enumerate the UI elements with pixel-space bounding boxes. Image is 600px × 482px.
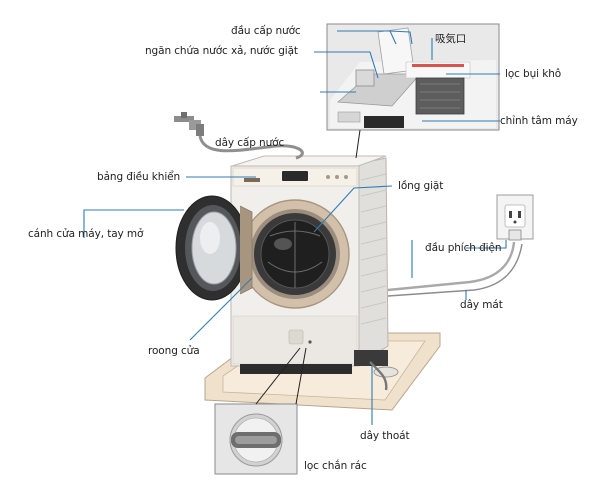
leader-lines	[83, 30, 507, 425]
leader-plug-2	[466, 240, 507, 249]
ground-wire-line	[387, 243, 523, 297]
leader-seal	[189, 277, 253, 341]
leader-door	[83, 209, 184, 238]
drain-hose-line	[369, 361, 388, 391]
label-control-panel: bảng điều khiển	[97, 171, 181, 183]
label-detergent-drawer: ngăn chứa nước xả, nước giặt	[145, 45, 298, 57]
leader-drum	[313, 185, 393, 233]
washing-machine-body	[230, 155, 399, 378]
supply-hose-line	[198, 135, 304, 160]
top-detail-inset	[326, 23, 500, 131]
water-tap	[174, 112, 204, 136]
label-supply-hose: dây cấp nước	[215, 137, 285, 149]
filter-inset-connector-left	[255, 347, 301, 405]
label-lint-filter: lọc bụi khô	[505, 68, 562, 80]
door	[175, 195, 253, 301]
label-jp-text: 吸気口	[435, 33, 467, 45]
label-door-seal: roong cửa	[148, 345, 200, 357]
inset-connector	[355, 129, 361, 159]
wall-outlet	[496, 194, 534, 241]
label-drum: lồng giặt	[398, 180, 444, 192]
label-ground-wire: dây mát	[460, 299, 503, 311]
label-leveling: chỉnh tâm máy	[500, 115, 578, 127]
label-door: cánh cửa máy, tay mở	[28, 228, 144, 240]
leader-water-inlet-2	[389, 30, 413, 45]
label-water-inlet: đầu cấp nước	[231, 25, 301, 37]
filter-inset-connector-right	[295, 347, 307, 405]
label-debris-filter: lọc chắn rác	[304, 460, 367, 472]
filter-detail-inset	[214, 403, 298, 475]
leader-detergent	[314, 51, 379, 79]
label-plug: đầu phích điện	[425, 242, 502, 254]
power-cord	[387, 241, 516, 292]
label-drain-hose: dây thoát	[360, 430, 410, 442]
